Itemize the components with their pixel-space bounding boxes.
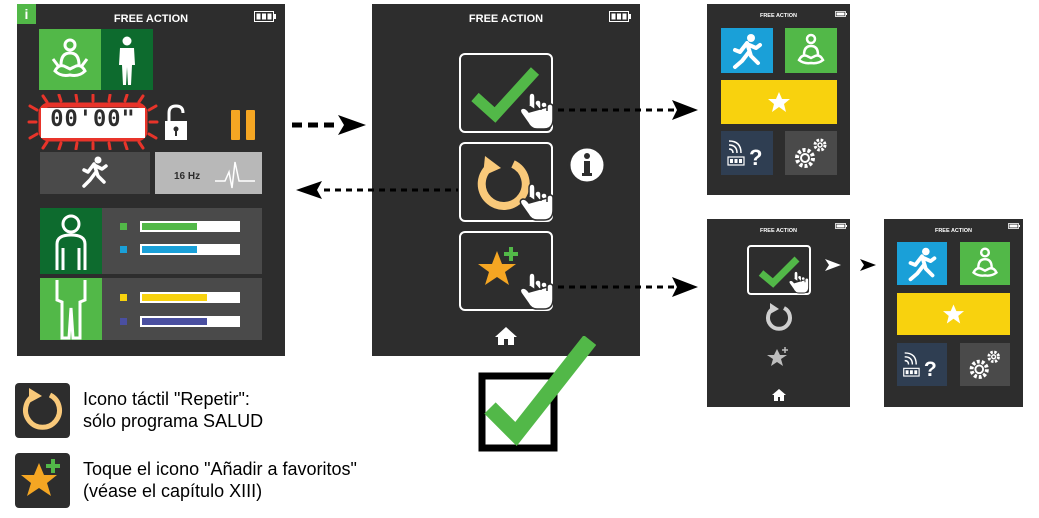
battery-icon bbox=[254, 11, 276, 22]
legend-favorite-icon bbox=[15, 453, 70, 508]
timer-display bbox=[41, 108, 145, 138]
meditation-icon bbox=[972, 247, 998, 277]
program-menu-screen-bottom: FREE ACTION ? bbox=[884, 219, 1023, 407]
add-favorite-button[interactable] bbox=[459, 231, 553, 311]
running-icon bbox=[82, 156, 108, 188]
lower-body-tile[interactable] bbox=[40, 278, 102, 340]
running-icon bbox=[908, 247, 937, 282]
legend-repeat-icon bbox=[15, 383, 70, 438]
program-menu-bottom-title: FREE ACTION bbox=[934, 228, 973, 234]
menu-screen: FREE ACTION bbox=[372, 4, 640, 356]
menu-screen-title: FREE ACTION bbox=[468, 13, 544, 25]
running-program-tile[interactable] bbox=[721, 28, 773, 73]
star-icon bbox=[768, 92, 790, 112]
frequency-tile: 16 Hz bbox=[155, 152, 262, 194]
arrow-favorite-to-confirm bbox=[558, 277, 698, 297]
legend-favorite-line2: (véase el capítulo XIII) bbox=[83, 481, 263, 501]
checkmark-icon bbox=[758, 256, 810, 294]
standing-body-icon bbox=[119, 36, 135, 85]
favorite-confirm-screen: FREE ACTION bbox=[707, 219, 850, 407]
timer-value: 00'00" bbox=[50, 107, 136, 132]
meditation-program-tile[interactable] bbox=[960, 242, 1010, 285]
repeat-icon[interactable] bbox=[762, 301, 796, 335]
upper-body-tile[interactable] bbox=[40, 208, 102, 274]
meditation-icon bbox=[797, 33, 825, 65]
settings-tile[interactable] bbox=[785, 131, 837, 175]
info-circle-icon[interactable] bbox=[561, 143, 609, 187]
battery-icon bbox=[609, 11, 631, 22]
signal-battery-question-icon: ? bbox=[727, 140, 762, 170]
arrow-confirm-to-program-menu bbox=[558, 100, 698, 120]
battery-icon bbox=[835, 223, 847, 229]
running-program-tile[interactable] bbox=[897, 242, 947, 285]
arrow-menu-to-main bbox=[296, 181, 458, 199]
meditation-program-tile[interactable] bbox=[785, 28, 837, 73]
svg-text:?: ? bbox=[749, 145, 762, 170]
main-screen: i FREE ACTION bbox=[17, 4, 285, 356]
repeat-button[interactable] bbox=[459, 142, 553, 222]
gears-icon bbox=[969, 350, 1000, 379]
device-status-tile[interactable]: ? bbox=[721, 131, 773, 175]
home-icon[interactable] bbox=[772, 389, 786, 401]
arrow-small-right-1 bbox=[825, 259, 841, 271]
meditation-icon bbox=[51, 38, 89, 77]
meditation-tile[interactable] bbox=[39, 29, 101, 90]
legend-repeat-line1: Icono táctil "Repetir": bbox=[83, 389, 250, 409]
pause-button[interactable] bbox=[227, 108, 259, 142]
running-icon bbox=[733, 34, 762, 69]
settings-tile[interactable] bbox=[960, 343, 1010, 386]
confirm-checkbox-icon bbox=[478, 336, 596, 452]
star-icon bbox=[943, 304, 964, 324]
battery-icon bbox=[835, 11, 847, 17]
star-plus-icon bbox=[478, 247, 553, 310]
info-badge-label: i bbox=[24, 6, 29, 22]
home-icon bbox=[495, 327, 517, 345]
frequency-value: 16 Hz bbox=[174, 171, 201, 182]
padlock-icon bbox=[165, 104, 187, 140]
pulse-wave-icon bbox=[215, 161, 255, 189]
svg-text:?: ? bbox=[924, 358, 937, 381]
program-menu-screen-top: FREE ACTION ? bbox=[707, 4, 850, 195]
legs-icon bbox=[55, 280, 87, 340]
lower-body-bars bbox=[120, 292, 240, 327]
activity-tile[interactable] bbox=[40, 152, 150, 194]
pause-icon bbox=[231, 110, 255, 140]
legend-repeat-line2: sólo programa SALUD bbox=[83, 411, 264, 431]
program-menu-title: FREE ACTION bbox=[759, 13, 798, 19]
checkmark-icon bbox=[471, 67, 553, 130]
legend-favorite-text: Toque el icono "Añadir a favoritos" (véa… bbox=[83, 458, 357, 502]
confirm-button[interactable] bbox=[459, 53, 553, 133]
upper-body-icon bbox=[55, 214, 87, 270]
favorites-tile[interactable] bbox=[721, 80, 837, 124]
upper-body-bars bbox=[120, 221, 240, 255]
legend-repeat-text: Icono táctil "Repetir": sólo programa SA… bbox=[83, 388, 263, 432]
arrow-main-to-menu bbox=[292, 115, 366, 135]
favorites-tile[interactable] bbox=[897, 293, 1010, 335]
arrow-small-right-2 bbox=[860, 259, 876, 271]
device-status-tile[interactable]: ? bbox=[897, 343, 947, 386]
main-screen-title: FREE ACTION bbox=[113, 13, 189, 25]
legend-favorite-line1: Toque el icono "Añadir a favoritos" bbox=[83, 459, 357, 479]
home-button[interactable] bbox=[494, 326, 518, 346]
repeat-icon bbox=[477, 156, 553, 221]
favorite-confirm-title: FREE ACTION bbox=[759, 228, 798, 234]
hand-pointer-icon bbox=[519, 92, 553, 130]
battery-icon bbox=[1008, 223, 1020, 229]
info-badge[interactable]: i bbox=[17, 4, 36, 24]
timer-burst bbox=[27, 94, 159, 150]
signal-battery-question-icon: ? bbox=[903, 352, 937, 381]
gears-icon bbox=[795, 138, 827, 168]
unlock-button[interactable] bbox=[163, 104, 189, 142]
star-plus-icon[interactable] bbox=[765, 345, 793, 371]
body-tile[interactable] bbox=[101, 29, 153, 90]
confirm-button[interactable] bbox=[747, 245, 811, 295]
